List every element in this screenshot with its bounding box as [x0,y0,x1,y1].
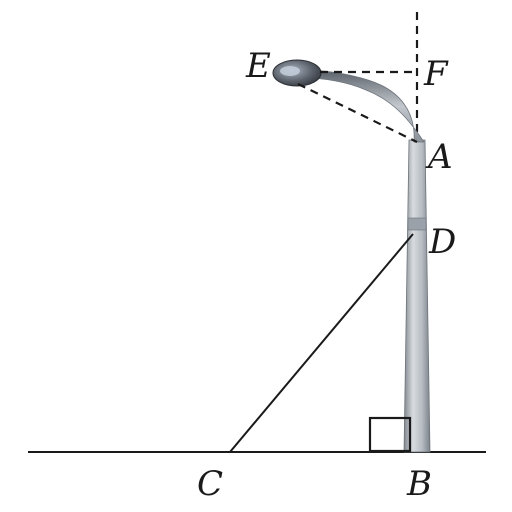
label-point-A: A [425,137,453,177]
label-point-F: F [423,54,449,94]
right-angle-marker-icon [368,416,412,453]
label-point-E: E [245,46,271,86]
dashed-line-EA [297,83,418,143]
label-point-D: D [428,222,456,262]
pole-joint [407,217,427,231]
label-point-B: B [406,464,432,504]
lamp-pole [403,139,431,453]
lamp-arm [303,69,425,143]
label-point-C: C [197,464,223,504]
line-CD [229,233,414,453]
street-lamp-icon [272,59,322,87]
